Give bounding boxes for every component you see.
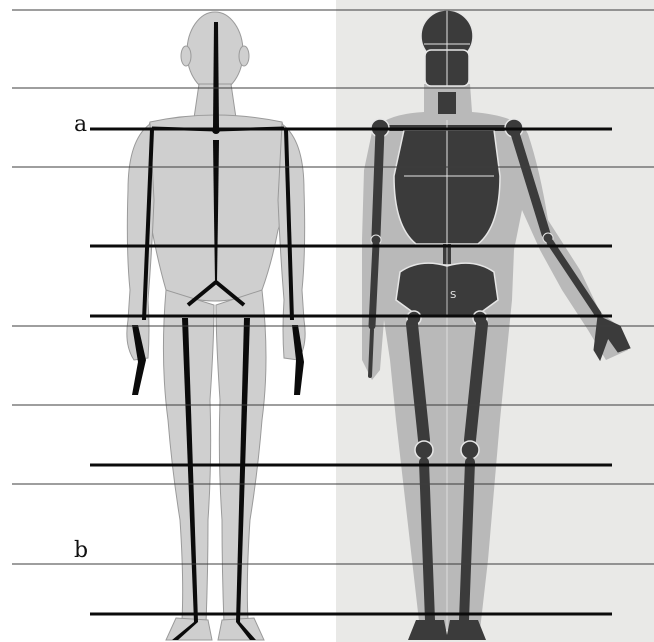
head-center-line <box>213 22 219 128</box>
label-b: b <box>74 540 88 562</box>
svg-text:S: S <box>450 290 456 301</box>
model-right-foot <box>218 618 264 640</box>
label-a: a <box>74 114 87 136</box>
model-right-arm <box>278 124 305 360</box>
